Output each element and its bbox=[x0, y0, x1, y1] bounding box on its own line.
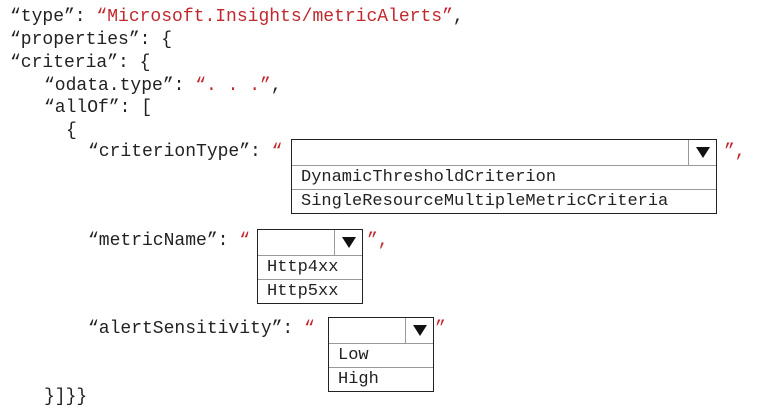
odata-value: “. . .” bbox=[195, 76, 271, 96]
comma: , bbox=[270, 76, 282, 96]
option-high[interactable]: High bbox=[329, 367, 433, 391]
criterion-type-key: “criterionType”: bbox=[88, 142, 272, 162]
line-open-brace: { bbox=[66, 121, 77, 141]
close-quote: ”, bbox=[724, 142, 746, 162]
line-closing: }]}} bbox=[44, 387, 88, 407]
close-quote: ”, bbox=[367, 231, 389, 251]
metric-name-key: “metricName”: bbox=[88, 231, 240, 251]
open-quote: “ bbox=[239, 231, 251, 251]
comma: , bbox=[452, 7, 464, 27]
open-quote: “ bbox=[271, 142, 283, 162]
close-quote: ” bbox=[435, 319, 446, 339]
dropdown-arrow-icon[interactable] bbox=[688, 140, 716, 165]
line-type: “type”: “Microsoft.Insights/metricAlerts… bbox=[10, 6, 464, 28]
dropdown-arrow-icon[interactable] bbox=[334, 230, 362, 255]
line-criterion-type: “criterionType”: “ bbox=[88, 141, 282, 163]
alert-sensitivity-dropdown[interactable]: Low High bbox=[328, 317, 434, 392]
metric-name-select[interactable] bbox=[258, 230, 362, 256]
line-allof: “allOf”: [ bbox=[44, 98, 153, 118]
option-single-resource-multiple-metric-criteria[interactable]: SingleResourceMultipleMetricCriteria bbox=[292, 189, 716, 213]
line-alert-sensitivity: “alertSensitivity”: “ bbox=[88, 318, 315, 340]
line-criteria: “criteria”: { bbox=[10, 53, 151, 73]
criterion-type-dropdown[interactable]: DynamicThresholdCriterion SingleResource… bbox=[291, 139, 717, 214]
dropdown-arrow-icon[interactable] bbox=[405, 318, 433, 343]
metric-name-dropdown[interactable]: Http4xx Http5xx bbox=[257, 229, 363, 304]
open-quote: “ bbox=[304, 319, 315, 339]
type-value: “Microsoft.Insights/metricAlerts” bbox=[96, 7, 453, 27]
option-dynamic-threshold-criterion[interactable]: DynamicThresholdCriterion bbox=[301, 168, 557, 187]
alert-sensitivity-select[interactable] bbox=[329, 318, 433, 344]
option-low[interactable]: Low bbox=[338, 346, 369, 365]
option-http5xx[interactable]: Http5xx bbox=[258, 279, 362, 303]
type-key: “type”: bbox=[10, 7, 97, 27]
line-metric-name: “metricName”: “ bbox=[88, 230, 250, 252]
line-odata-type: “odata.type”: “. . .”, bbox=[44, 75, 282, 97]
criterion-type-select[interactable] bbox=[292, 140, 716, 166]
line-properties: “properties”: { bbox=[10, 30, 173, 50]
option-http4xx[interactable]: Http4xx bbox=[267, 258, 339, 277]
alert-sensitivity-key: “alertSensitivity”: bbox=[88, 319, 305, 339]
odata-key: “odata.type”: bbox=[44, 76, 196, 96]
